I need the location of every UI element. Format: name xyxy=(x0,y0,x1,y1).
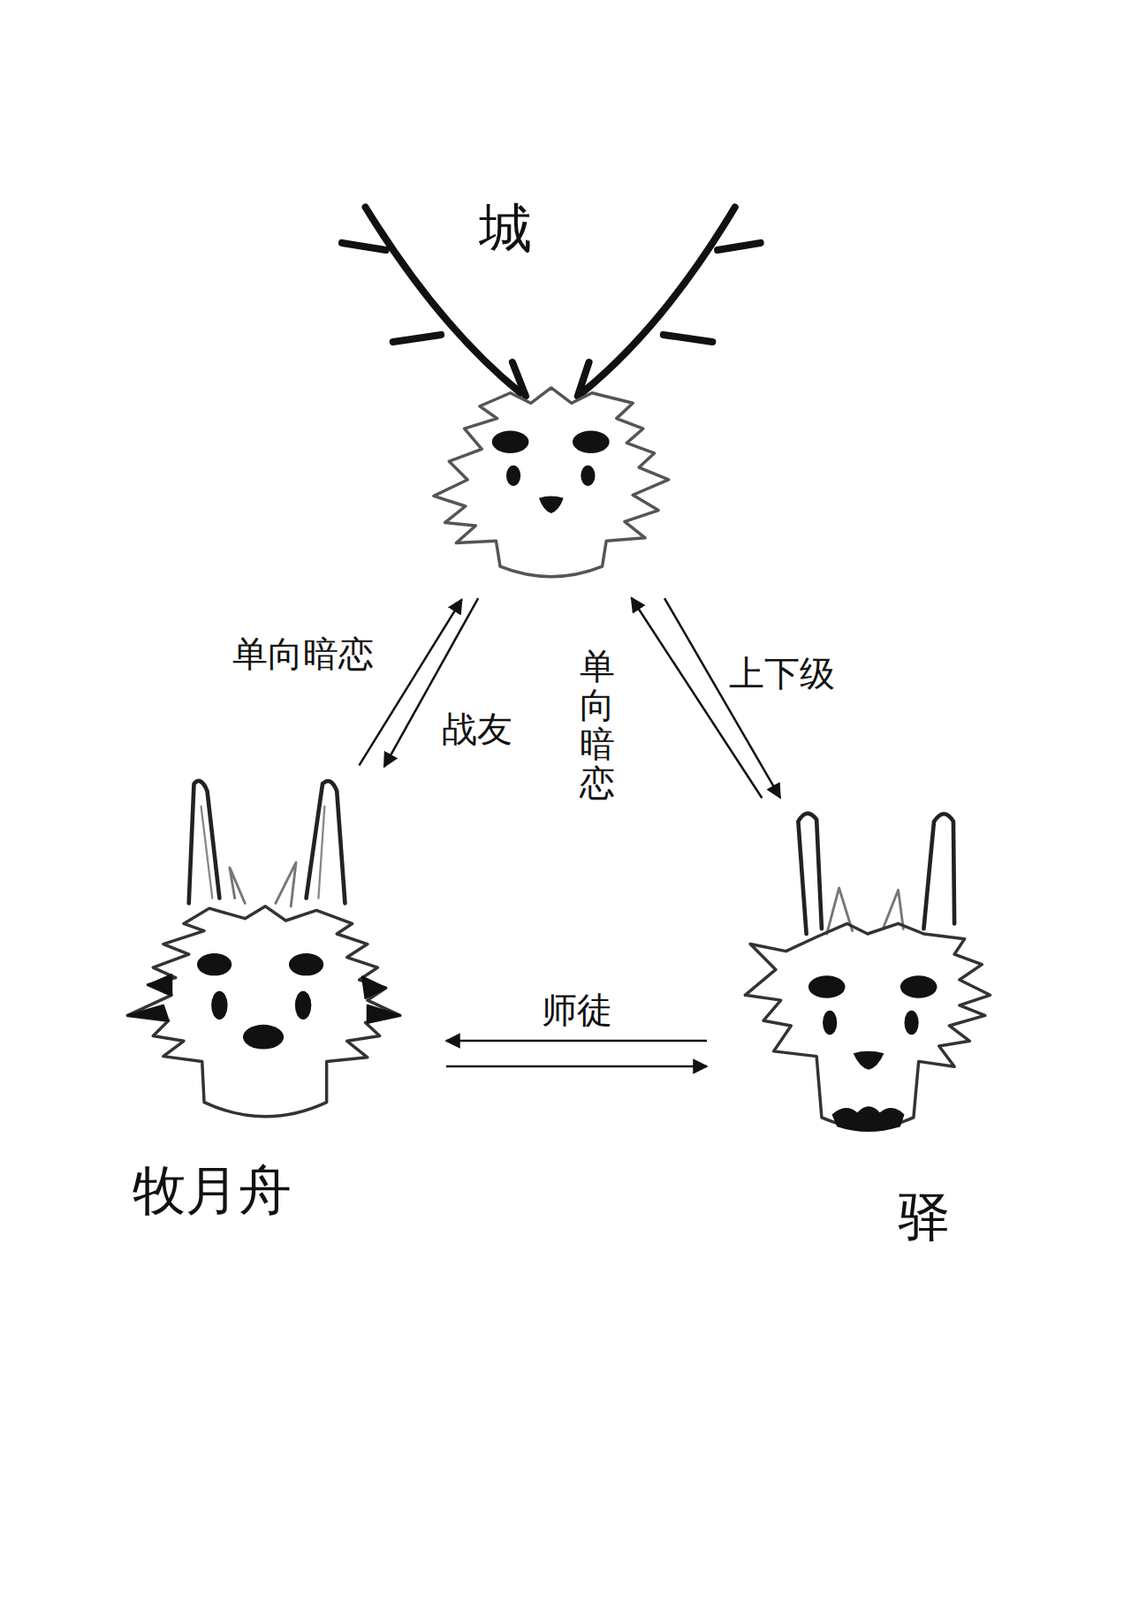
relation-arrow xyxy=(446,1039,707,1043)
character-node: 牧月舟 xyxy=(119,777,411,1220)
deer-head xyxy=(341,207,761,577)
relation-label: 单向暗恋 xyxy=(579,645,615,805)
relation-label: 战友 xyxy=(439,709,516,749)
relation-arrow xyxy=(446,1065,707,1069)
relation-label: 单向暗恋 xyxy=(229,634,377,674)
relation-label: 师徒 xyxy=(538,990,615,1030)
character-name: 驿 xyxy=(897,1187,999,1246)
character-name: 城 xyxy=(478,198,681,258)
relation-label: 上下级 xyxy=(726,653,838,693)
relation-arrow xyxy=(631,598,763,799)
character-node: 驿 xyxy=(742,808,999,1246)
long-ear-head xyxy=(127,781,400,1117)
relation-arrow xyxy=(664,598,781,798)
character-node: 城 xyxy=(424,198,681,588)
character-name: 牧月舟 xyxy=(132,1161,411,1220)
dragon-head xyxy=(744,813,990,1132)
